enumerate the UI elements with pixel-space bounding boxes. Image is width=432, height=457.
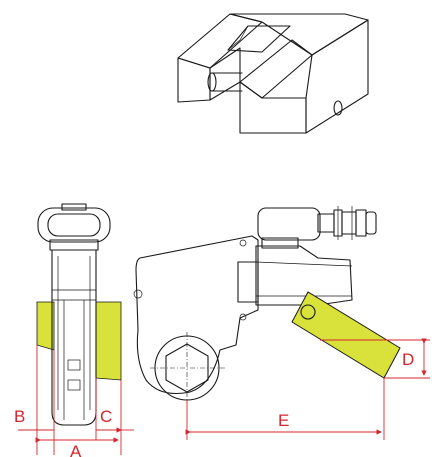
- reaction-arm: [291, 291, 401, 379]
- dim-label-b: B: [14, 407, 25, 426]
- dim-label-c: C: [100, 407, 112, 426]
- dim-label-e: E: [278, 411, 289, 430]
- wrench-side-view: [36, 203, 122, 426]
- wrench-front-view: [133, 206, 401, 404]
- dimension-lines: B C A E D: [14, 338, 430, 457]
- dim-label-a: A: [70, 442, 82, 457]
- side-plate-right: [95, 301, 122, 381]
- dim-label-d: D: [402, 350, 414, 369]
- link-isometric-view: [177, 13, 369, 134]
